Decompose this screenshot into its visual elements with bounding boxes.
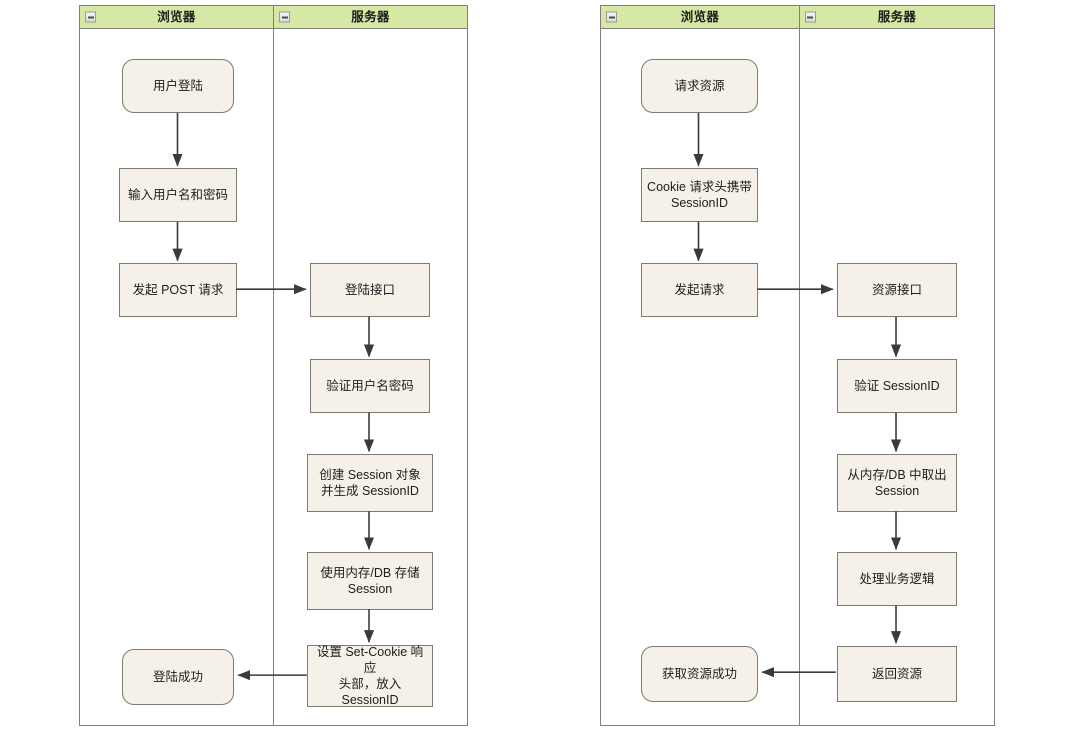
lane-header-browser[interactable]: 浏览器: [80, 6, 273, 29]
lane-header-server[interactable]: 服务器: [274, 6, 467, 29]
lane-browser[interactable]: 浏览器 用户登陆 输入用户名和密码 发起 POST 请求 登陆成功: [80, 6, 273, 725]
node-create-session[interactable]: 创建 Session 对象 并生成 SessionID: [307, 454, 433, 512]
minus-square-icon[interactable]: [85, 11, 96, 23]
node-login-api[interactable]: 登陆接口: [310, 263, 430, 317]
node-request-resource[interactable]: 请求资源: [641, 59, 758, 113]
node-user-login[interactable]: 用户登陆: [122, 59, 234, 113]
node-verify-sessionid[interactable]: 验证 SessionID: [836, 359, 957, 413]
node-business-logic[interactable]: 处理业务逻辑: [836, 552, 957, 606]
node-cookie-header-sessionid[interactable]: Cookie 请求头携带 SessionID: [641, 168, 758, 222]
node-store-session[interactable]: 使用内存/DB 存储 Session: [307, 552, 433, 610]
lane-server[interactable]: 服务器 资源接口 验证 SessionID 从内存/DB 中取出 Session…: [798, 6, 994, 725]
lane-body-browser: 用户登陆 输入用户名和密码 发起 POST 请求 登陆成功: [80, 29, 273, 725]
lane-header-server[interactable]: 服务器: [799, 6, 994, 29]
lane-title: 浏览器: [680, 9, 720, 24]
node-enter-credentials[interactable]: 输入用户名和密码: [119, 168, 237, 222]
lane-title: 服务器: [877, 9, 917, 24]
lane-browser-edges: [693, 112, 704, 262]
pool-resource-flow[interactable]: 浏览器 请求资源 Cookie 请求头携带 SessionID 发起请求 获取资…: [600, 5, 995, 726]
lane-body-browser: 请求资源 Cookie 请求头携带 SessionID 发起请求 获取资源成功: [601, 29, 799, 725]
node-resource-api[interactable]: 资源接口: [836, 263, 957, 317]
lane-server[interactable]: 服务器 登陆接口 验证用户名密码 创建 Session 对象 并生成 Sessi…: [273, 6, 467, 725]
lane-body-server: 登陆接口 验证用户名密码 创建 Session 对象 并生成 SessionID…: [274, 29, 467, 725]
node-login-success[interactable]: 登陆成功: [122, 649, 234, 705]
node-verify-credentials[interactable]: 验证用户名密码: [310, 359, 430, 413]
node-fetch-resource-success[interactable]: 获取资源成功: [641, 646, 758, 702]
minus-square-icon[interactable]: [279, 11, 290, 23]
lane-browser-edges: [172, 112, 183, 262]
minus-square-icon[interactable]: [804, 11, 816, 23]
node-return-resource[interactable]: 返回资源: [836, 646, 957, 702]
pool-lanes: 浏览器 用户登陆 输入用户名和密码 发起 POST 请求 登陆成功: [80, 6, 467, 725]
node-post-request[interactable]: 发起 POST 请求: [119, 263, 237, 317]
lane-body-server: 资源接口 验证 SessionID 从内存/DB 中取出 Session 处理业…: [799, 29, 994, 725]
node-load-session[interactable]: 从内存/DB 中取出 Session: [836, 454, 957, 512]
lane-title: 服务器: [351, 9, 390, 24]
minus-square-icon[interactable]: [606, 11, 617, 23]
pool-login-flow[interactable]: 浏览器 用户登陆 输入用户名和密码 发起 POST 请求 登陆成功: [79, 5, 468, 726]
lane-header-browser[interactable]: 浏览器: [601, 6, 799, 29]
lane-browser[interactable]: 浏览器 请求资源 Cookie 请求头携带 SessionID 发起请求 获取资…: [601, 6, 799, 725]
node-send-request[interactable]: 发起请求: [641, 263, 758, 317]
lane-title: 浏览器: [157, 9, 196, 24]
node-set-cookie-header[interactable]: 设置 Set-Cookie 响应 头部，放入 SessionID: [307, 645, 433, 707]
pool-lanes: 浏览器 请求资源 Cookie 请求头携带 SessionID 发起请求 获取资…: [601, 6, 994, 725]
